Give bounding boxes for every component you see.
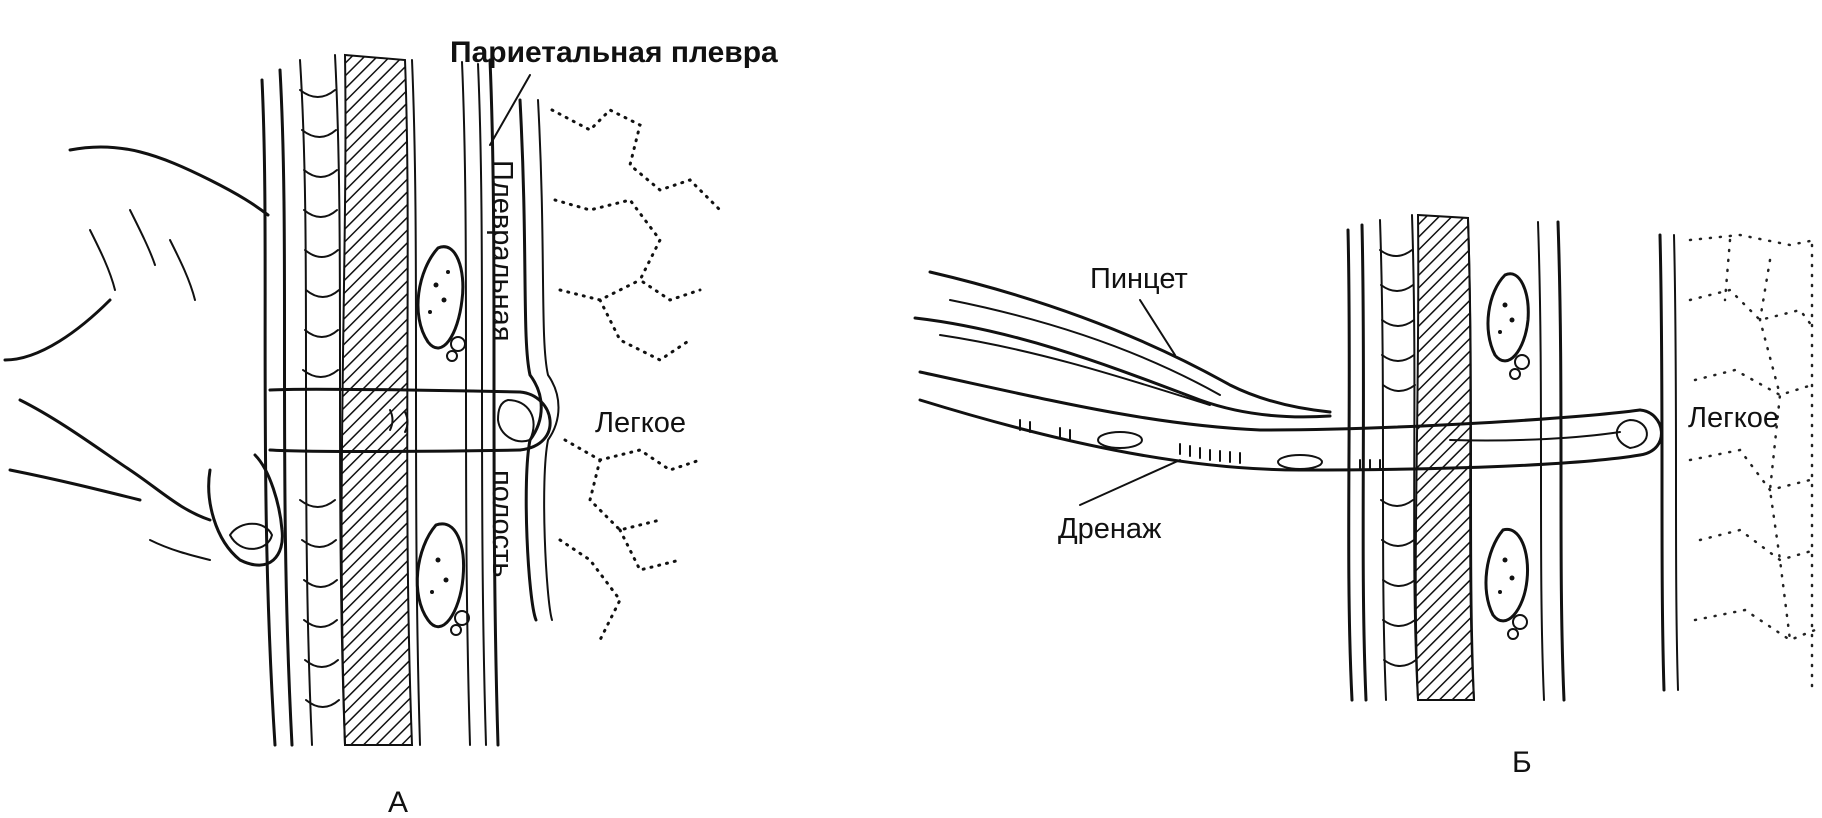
muscle-layer-a xyxy=(340,53,414,746)
label-drain: Дренаж xyxy=(1058,513,1162,545)
leader-forceps xyxy=(1139,299,1176,356)
inner-muscle-lines-a xyxy=(411,59,487,746)
intercostal-vessel-upper-a xyxy=(416,245,466,362)
drainage-tube-b xyxy=(918,370,1663,472)
leader-drain xyxy=(1079,459,1181,506)
leader-parietal-pleura xyxy=(489,74,531,146)
intercostal-vessel-lower-a xyxy=(415,522,470,636)
panel-letter-a: А xyxy=(388,786,408,818)
chest-wall-skin-a xyxy=(260,68,294,747)
panel-b xyxy=(913,213,1817,702)
subcutaneous-cells-b xyxy=(1379,214,1419,701)
intercostal-vessel-lower-b xyxy=(1484,527,1530,640)
panel-a xyxy=(3,53,722,747)
forceps-b xyxy=(913,270,1332,419)
chest-wall-skin-b xyxy=(1346,223,1368,702)
lung-alveoli-b xyxy=(1688,233,1817,692)
label-lung-b: Легкое xyxy=(1688,402,1779,434)
parietal-pleura-line-a xyxy=(488,58,500,747)
hand-a xyxy=(3,145,552,567)
label-lung-a: Легкое xyxy=(595,407,686,439)
lung-alveoli-a xyxy=(550,108,722,642)
label-parietal-pleura: Париетальная плевра xyxy=(450,36,778,69)
label-pleural: Плевральная xyxy=(486,160,518,341)
lung-surface-a xyxy=(518,98,560,622)
label-cavity: полость xyxy=(486,470,518,577)
lung-surface-b xyxy=(1658,233,1679,692)
intercostal-vessel-upper-b xyxy=(1486,272,1530,380)
panel-letter-b: Б xyxy=(1512,746,1532,779)
subcutaneous-cells-a xyxy=(299,54,346,746)
inner-muscle-lines-b xyxy=(1467,219,1566,702)
label-forceps: Пинцет xyxy=(1090,263,1188,295)
muscle-layer-b xyxy=(1414,213,1476,701)
